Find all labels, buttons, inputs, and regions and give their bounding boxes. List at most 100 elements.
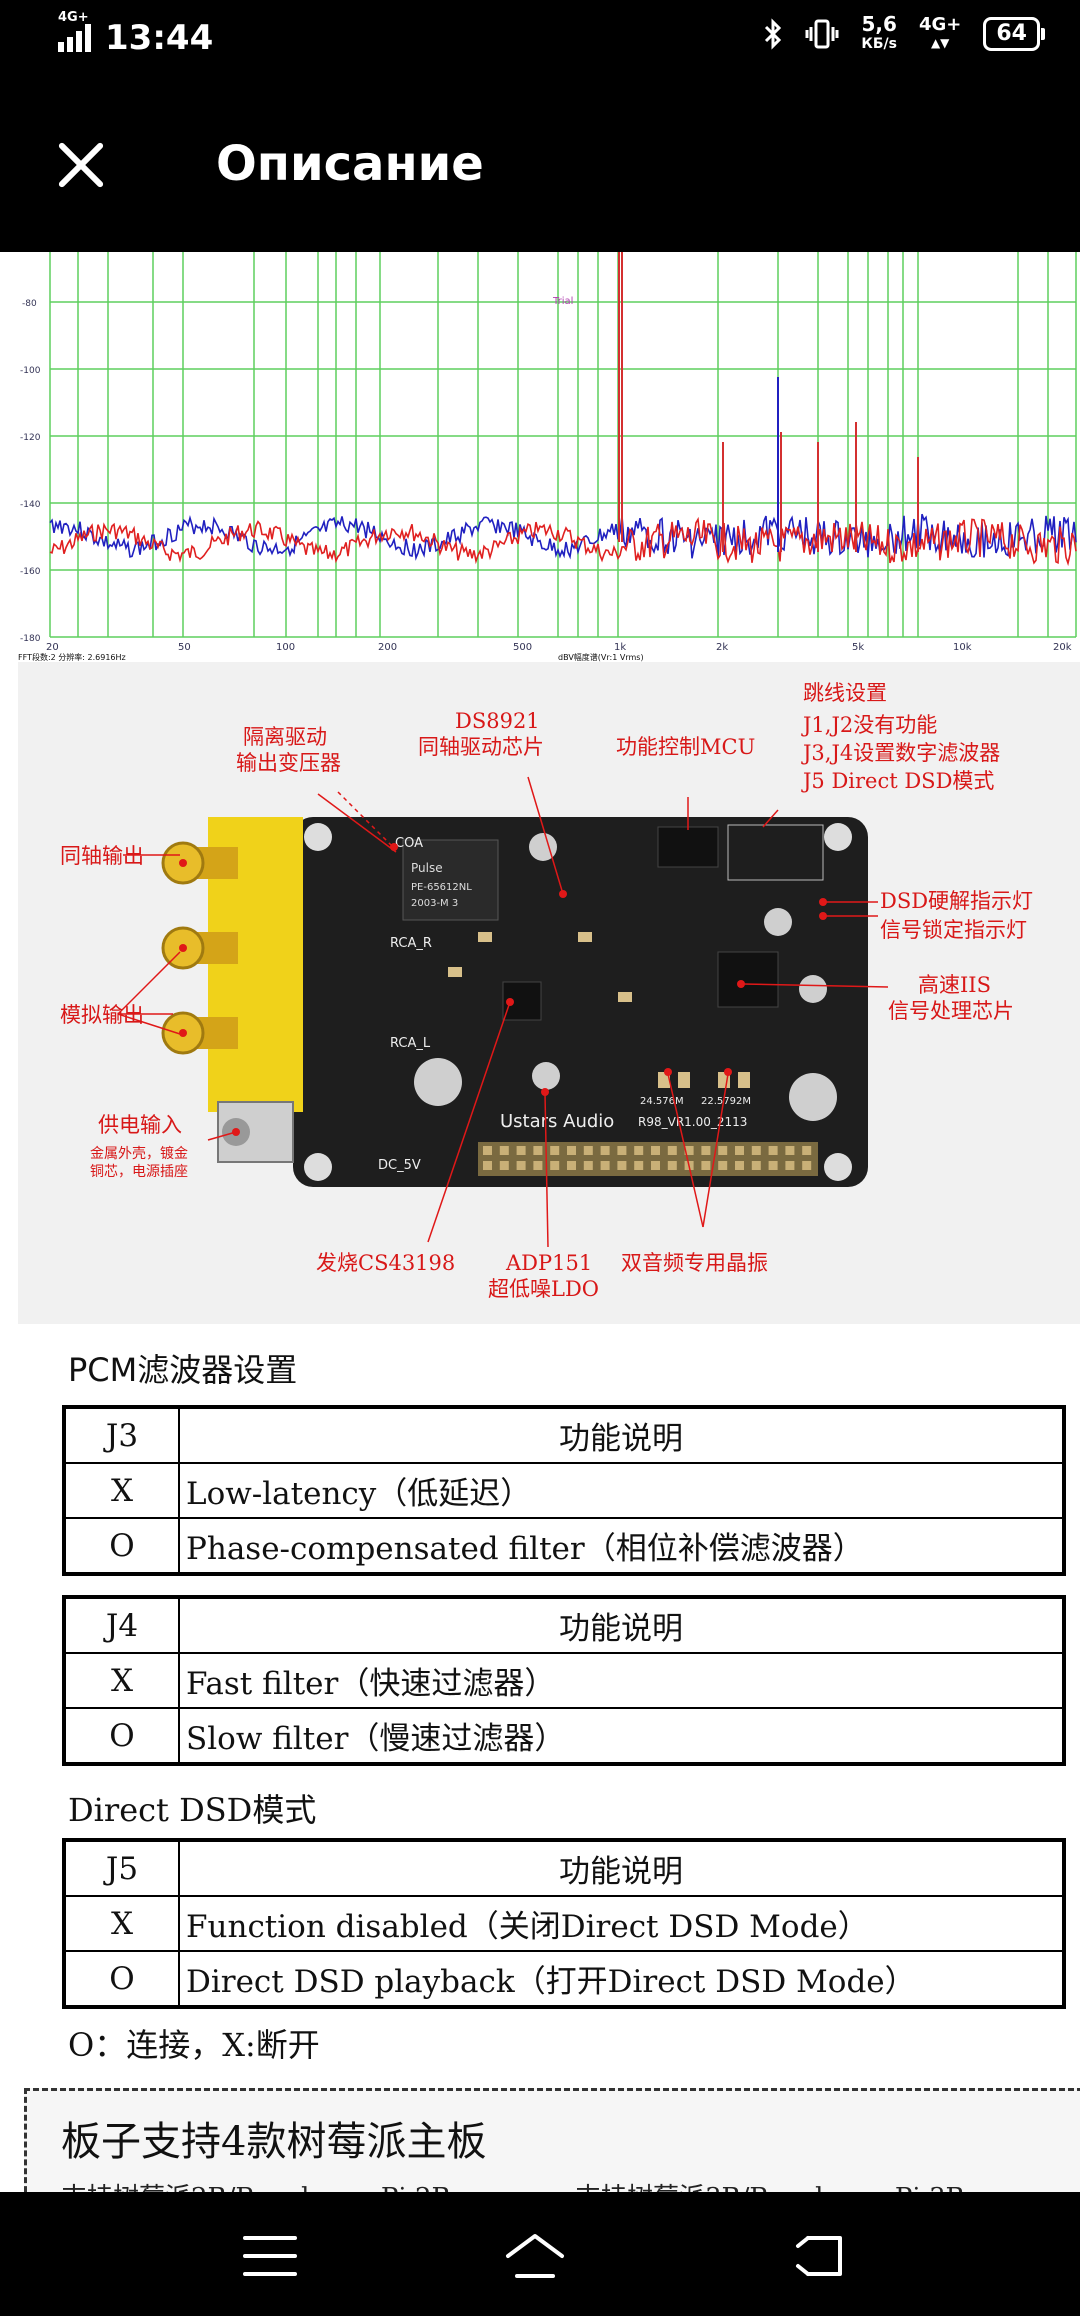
table-cell-key: X: [63, 1652, 180, 1709]
gpio-pin: [634, 1161, 644, 1170]
j5-table: J5 功能说明 X Function disabled（关闭Direct DSD…: [62, 1838, 1066, 2009]
label-lock-led: 信号锁定指示灯: [880, 918, 1027, 942]
y-tick: -160: [20, 567, 41, 577]
table-cell-value: Fast filter（快速过滤器）: [178, 1652, 1065, 1709]
table-header-value: 功能说明: [178, 1406, 1065, 1464]
label-coax-out: 同轴输出: [60, 844, 144, 868]
fft-chart: -80 -100 -120 -140 -160 -180 20 50 100 2…: [18, 252, 1080, 662]
label-iso-2: 输出变压器: [236, 751, 341, 775]
rpi-title: 板子支持4款树莓派主板: [61, 2119, 487, 2165]
label-iis-2: 信号处理芯片: [888, 999, 1014, 1023]
x-tick: 20: [46, 642, 59, 653]
gpio-header: [483, 1146, 812, 1170]
close-icon[interactable]: [56, 140, 106, 190]
app-bar: Описание: [0, 80, 1080, 252]
gpio-pin: [583, 1146, 593, 1155]
silk-brand: Ustars Audio: [500, 1111, 614, 1132]
y-tick: -140: [20, 500, 41, 510]
clock: 13:44: [105, 18, 214, 58]
y-tick: -120: [20, 433, 41, 443]
gpio-pin: [600, 1146, 610, 1155]
gpio-pin: [651, 1161, 660, 1170]
label-jumper-title: 跳线设置: [803, 681, 887, 705]
y-tick: -100: [20, 366, 41, 376]
gpio-pin: [567, 1161, 576, 1170]
vibrate-icon: [805, 19, 839, 49]
table-cell-key: X: [63, 1462, 180, 1519]
battery-icon: 64: [983, 17, 1045, 51]
gpio-pin: [735, 1146, 744, 1155]
gpio-pin: [785, 1146, 795, 1155]
signal-icon: 4G+: [58, 10, 91, 52]
bluetooth-icon: [765, 18, 782, 50]
gpio-pin: [667, 1161, 677, 1170]
table-row: X Function disabled（关闭Direct DSD Mode）: [63, 1895, 1065, 1952]
gpio-pin: [785, 1161, 795, 1170]
trial-watermark: Trial: [552, 296, 573, 307]
silk-xtal2: 22.5792M: [701, 1096, 751, 1107]
spectrum-trace: [49, 513, 1077, 561]
gpio-pin: [667, 1146, 677, 1155]
back-icon[interactable]: [790, 2226, 850, 2286]
label-ds-model: DS8921: [455, 709, 540, 733]
x-tick: 100: [276, 642, 295, 653]
fft-chart-image: -80 -100 -120 -140 -160 -180 20 50 100 2…: [18, 252, 1080, 662]
gpio-pin: [483, 1146, 492, 1155]
gpio-pin: [499, 1146, 509, 1155]
label-power-desc-1: 金属外壳，镀金: [90, 1145, 188, 1162]
gpio-pin: [533, 1146, 543, 1155]
pcm-section-title: PCM滤波器设置: [68, 1351, 298, 1389]
table-cell-value: Function disabled（关闭Direct DSD Mode）: [178, 1895, 1065, 1952]
label-dac: 发烧CS43198: [316, 1251, 455, 1275]
gpio-pin: [600, 1161, 610, 1170]
table-row: O Slow filter（慢速过滤器）: [63, 1707, 1065, 1765]
dsd-section-title: Direct DSD模式: [68, 1791, 317, 1829]
label-crystal: 双音频专用晶振: [621, 1251, 768, 1275]
gpio-pin: [701, 1161, 711, 1170]
trafo-model: PE-65612NL: [411, 882, 472, 893]
spectrum-trace: [49, 516, 1077, 567]
x-tick: 5k: [852, 642, 864, 653]
gpio-pin: [751, 1161, 761, 1170]
menu-icon[interactable]: [240, 2226, 300, 2286]
silk-pcb-version: R98_VR1.00_2113: [638, 1115, 747, 1129]
table-header: J4 功能说明: [63, 1596, 1065, 1654]
page-title: Описание: [216, 136, 484, 192]
label-iis-1: 高速IIS: [918, 973, 991, 997]
fft-footer-mid: dBV幅度谱(Vr:1 Vrms): [558, 652, 644, 662]
label-power-in: 供电输入: [98, 1113, 182, 1137]
gpio-pin: [751, 1146, 761, 1155]
j3-table: J3 功能说明 X Low-latency（低延迟） O Phase-compe…: [62, 1405, 1066, 1576]
x-tick: 10k: [953, 642, 972, 653]
silk-rca-r: RCA_R: [390, 936, 432, 951]
navigation-bar: [0, 2192, 1080, 2316]
network-type-right: 4G+▲▼: [918, 14, 962, 51]
gpio-pin: [735, 1161, 744, 1170]
board-diagram: Pulse PE-65612NL 2003-M 3 COA RCA_R RCA_…: [18, 662, 1080, 1324]
label-jumper-1: J1,J2没有功能: [801, 713, 937, 737]
gpio-pin: [516, 1161, 526, 1170]
silk-rca-l: RCA_L: [390, 1036, 431, 1051]
home-icon[interactable]: [505, 2226, 565, 2286]
table-cell-key: O: [63, 1707, 180, 1765]
x-tick: 20k: [1053, 642, 1072, 653]
silk-xtal1: 24.576M: [640, 1096, 684, 1107]
table-row: O Direct DSD playback（打开Direct DSD Mode）: [63, 1950, 1065, 2008]
table-cell-value: Direct DSD playback（打开Direct DSD Mode）: [178, 1950, 1065, 2008]
table-cell-value: Low-latency（低延迟）: [178, 1462, 1065, 1519]
table-cell-value: Slow filter（慢速过滤器）: [178, 1707, 1065, 1765]
silk-coa: COA: [395, 836, 423, 851]
label-iso-1: 隔离驱动: [243, 725, 327, 749]
gpio-pin: [634, 1146, 644, 1155]
table-header: J3 功能说明: [63, 1406, 1065, 1464]
y-tick: -80: [22, 299, 37, 309]
table-header: J5 功能说明: [63, 1839, 1065, 1897]
gpio-pin: [617, 1146, 627, 1155]
label-ds-desc: 同轴驱动芯片: [418, 735, 544, 759]
gpio-pin: [533, 1161, 543, 1170]
y-tick: -180: [20, 634, 41, 644]
trafo-brand: Pulse: [411, 861, 443, 875]
